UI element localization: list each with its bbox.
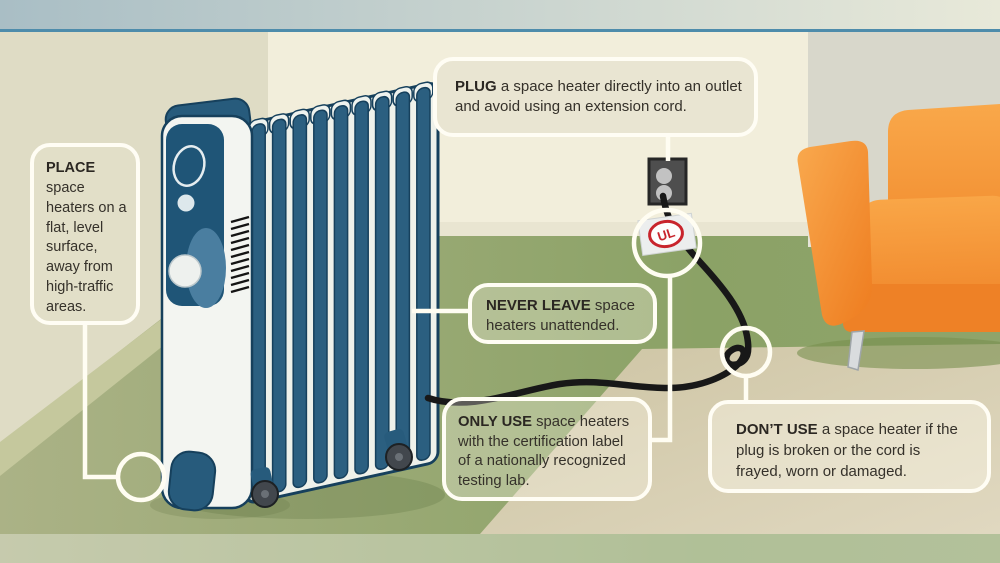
heater-fin xyxy=(271,118,287,493)
ul-certification-tag: UL xyxy=(637,212,697,257)
couch-seat-cushion xyxy=(857,195,1000,300)
outlet-socket-top xyxy=(656,168,672,184)
callout-place-body: space heaters on a flat, level surface, … xyxy=(46,179,127,316)
couch-shadow xyxy=(797,337,1000,369)
crown-molding xyxy=(0,29,1000,33)
heater-knob xyxy=(168,254,202,288)
wall-outlet xyxy=(647,157,688,206)
couch-illustration xyxy=(797,104,1000,371)
callout-only-use-lead: ONLY USE xyxy=(458,414,533,430)
callout-plug: PLUG a space heater directly into an out… xyxy=(433,57,758,137)
highlight-circle-floor xyxy=(115,451,167,503)
heater-fin xyxy=(395,91,411,466)
callout-never-leave-lead: NEVER LEAVE xyxy=(486,297,591,314)
heater-caster-hub xyxy=(395,453,403,461)
ceiling xyxy=(0,0,1000,30)
heater-fins xyxy=(244,81,440,504)
connector-only-use xyxy=(652,276,673,443)
callout-dont-use-lead: DON’T USE xyxy=(736,421,818,438)
heater-vent-grille xyxy=(230,215,250,294)
callout-dont-use-body: a space heater if the plug is broken or … xyxy=(736,421,958,480)
heater-fin xyxy=(313,109,328,484)
callout-never-leave: NEVER LEAVE space heaters unattended. xyxy=(468,283,657,344)
callout-only-use: ONLY USE space heaters with the certific… xyxy=(442,397,652,501)
couch-leg xyxy=(847,330,865,371)
callout-dont-use: DON’T USE a space heater if the plug is … xyxy=(708,400,991,493)
callout-only-use-body: space heaters with the certification lab… xyxy=(458,414,630,490)
power-cord xyxy=(424,192,752,406)
couch-arm xyxy=(797,140,873,326)
ul-label: UL xyxy=(656,225,677,245)
floor-light-strip xyxy=(0,534,1000,563)
heater-fin xyxy=(251,123,266,498)
heater-fin xyxy=(374,95,390,471)
callout-place: PLACE space heaters on a flat, level sur… xyxy=(30,143,140,325)
highlight-circle-plug xyxy=(631,207,703,279)
heater-fin xyxy=(292,114,308,489)
highlight-circle-cord xyxy=(719,325,773,379)
floor-tan xyxy=(480,344,1000,534)
callout-plug-body: a space heater directly into an outlet a… xyxy=(455,78,742,116)
heater-dial-outline xyxy=(172,145,206,187)
callout-never-leave-body: space heaters unattended. xyxy=(486,297,635,334)
connector-place xyxy=(82,325,117,480)
callout-place-lead: PLACE xyxy=(46,160,96,176)
heater-caster-hub xyxy=(261,490,269,498)
heater-fin xyxy=(354,100,369,475)
heater-knob-bezel xyxy=(186,228,226,308)
callout-plug-lead: PLUG xyxy=(455,78,497,95)
heater-foot xyxy=(167,450,217,512)
heater-fin xyxy=(333,104,349,480)
heater-fin xyxy=(416,86,431,461)
couch-front-rail xyxy=(842,284,1000,332)
heater-indicator xyxy=(177,194,195,212)
space-heater-illustration xyxy=(150,81,445,519)
